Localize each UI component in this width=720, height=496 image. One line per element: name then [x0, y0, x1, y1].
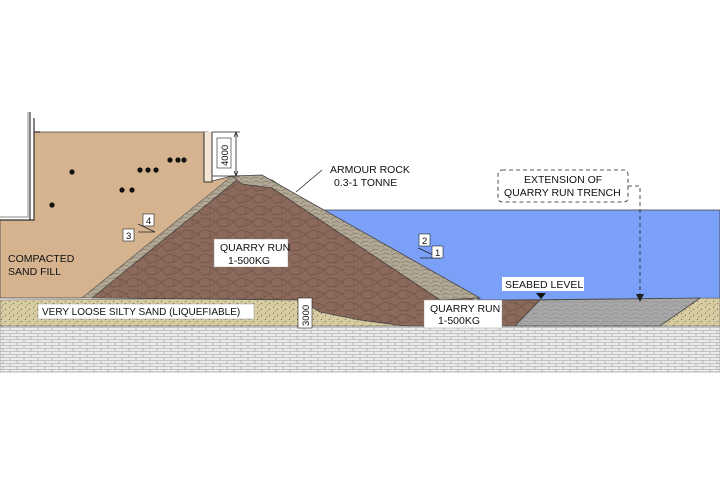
armour-rock-leader	[295, 169, 323, 193]
quarry-run-main-label-2: 1-500KG	[228, 255, 270, 267]
quarry-run-toe-label-bg	[423, 299, 503, 329]
quarry-run-main-label-1: QUARRY RUN	[220, 242, 290, 254]
fill-slope-run-label: 3	[126, 231, 131, 242]
seabed-level-label: SEABED LEVEL	[505, 279, 583, 291]
extension-label-1: EXTENSION OF	[524, 174, 602, 186]
compacted-fill-label-bg	[4, 250, 78, 278]
bedrock-layer	[0, 325, 720, 373]
anchor-points	[49, 157, 187, 208]
fill-slope-indicator: 4 3	[122, 213, 156, 242]
silty-sand-label-bg	[37, 303, 255, 320]
seabed-label-bg	[502, 277, 584, 291]
compacted-fill-label-1: COMPACTED	[8, 253, 75, 265]
sea-slope-run-label: 1	[435, 248, 440, 259]
seabed-level-marker	[536, 293, 546, 299]
armour-rock-label-1: ARMOUR ROCK	[330, 164, 410, 176]
compacted-fill-label-2: SAND FILL	[8, 266, 61, 278]
sea-slope-rise-label: 2	[422, 236, 427, 247]
extension-leader-arrow	[636, 294, 644, 302]
quarry-run-trench-extension	[514, 297, 702, 327]
quarry-run-toe-label-2: 1-500KG	[438, 315, 480, 327]
crest-wall	[203, 132, 213, 183]
retaining-wall-inner	[0, 112, 29, 218]
armour-rock-label-2: 0.3-1 TONNE	[334, 177, 397, 189]
quarry-run-toe-label-1: QUARRY RUN	[430, 303, 500, 315]
dimension-wall-height: 4000	[212, 131, 240, 177]
extension-label-2: QUARRY RUN TRENCH	[504, 187, 621, 199]
sea-slope-indicator: 2 1	[417, 233, 444, 259]
retaining-wall	[0, 112, 40, 221]
extension-leader	[628, 185, 641, 300]
fill-slope-rise-label: 4	[146, 216, 151, 227]
quarry-run-main-label-bg	[213, 238, 289, 268]
dimension-trench-depth: 3000	[297, 297, 313, 329]
wall-height-label: 4000	[220, 145, 231, 166]
trench-depth-label: 3000	[301, 305, 312, 326]
silty-sand-label: VERY LOOSE SILTY SAND (LIQUEFIABLE)	[42, 307, 240, 318]
